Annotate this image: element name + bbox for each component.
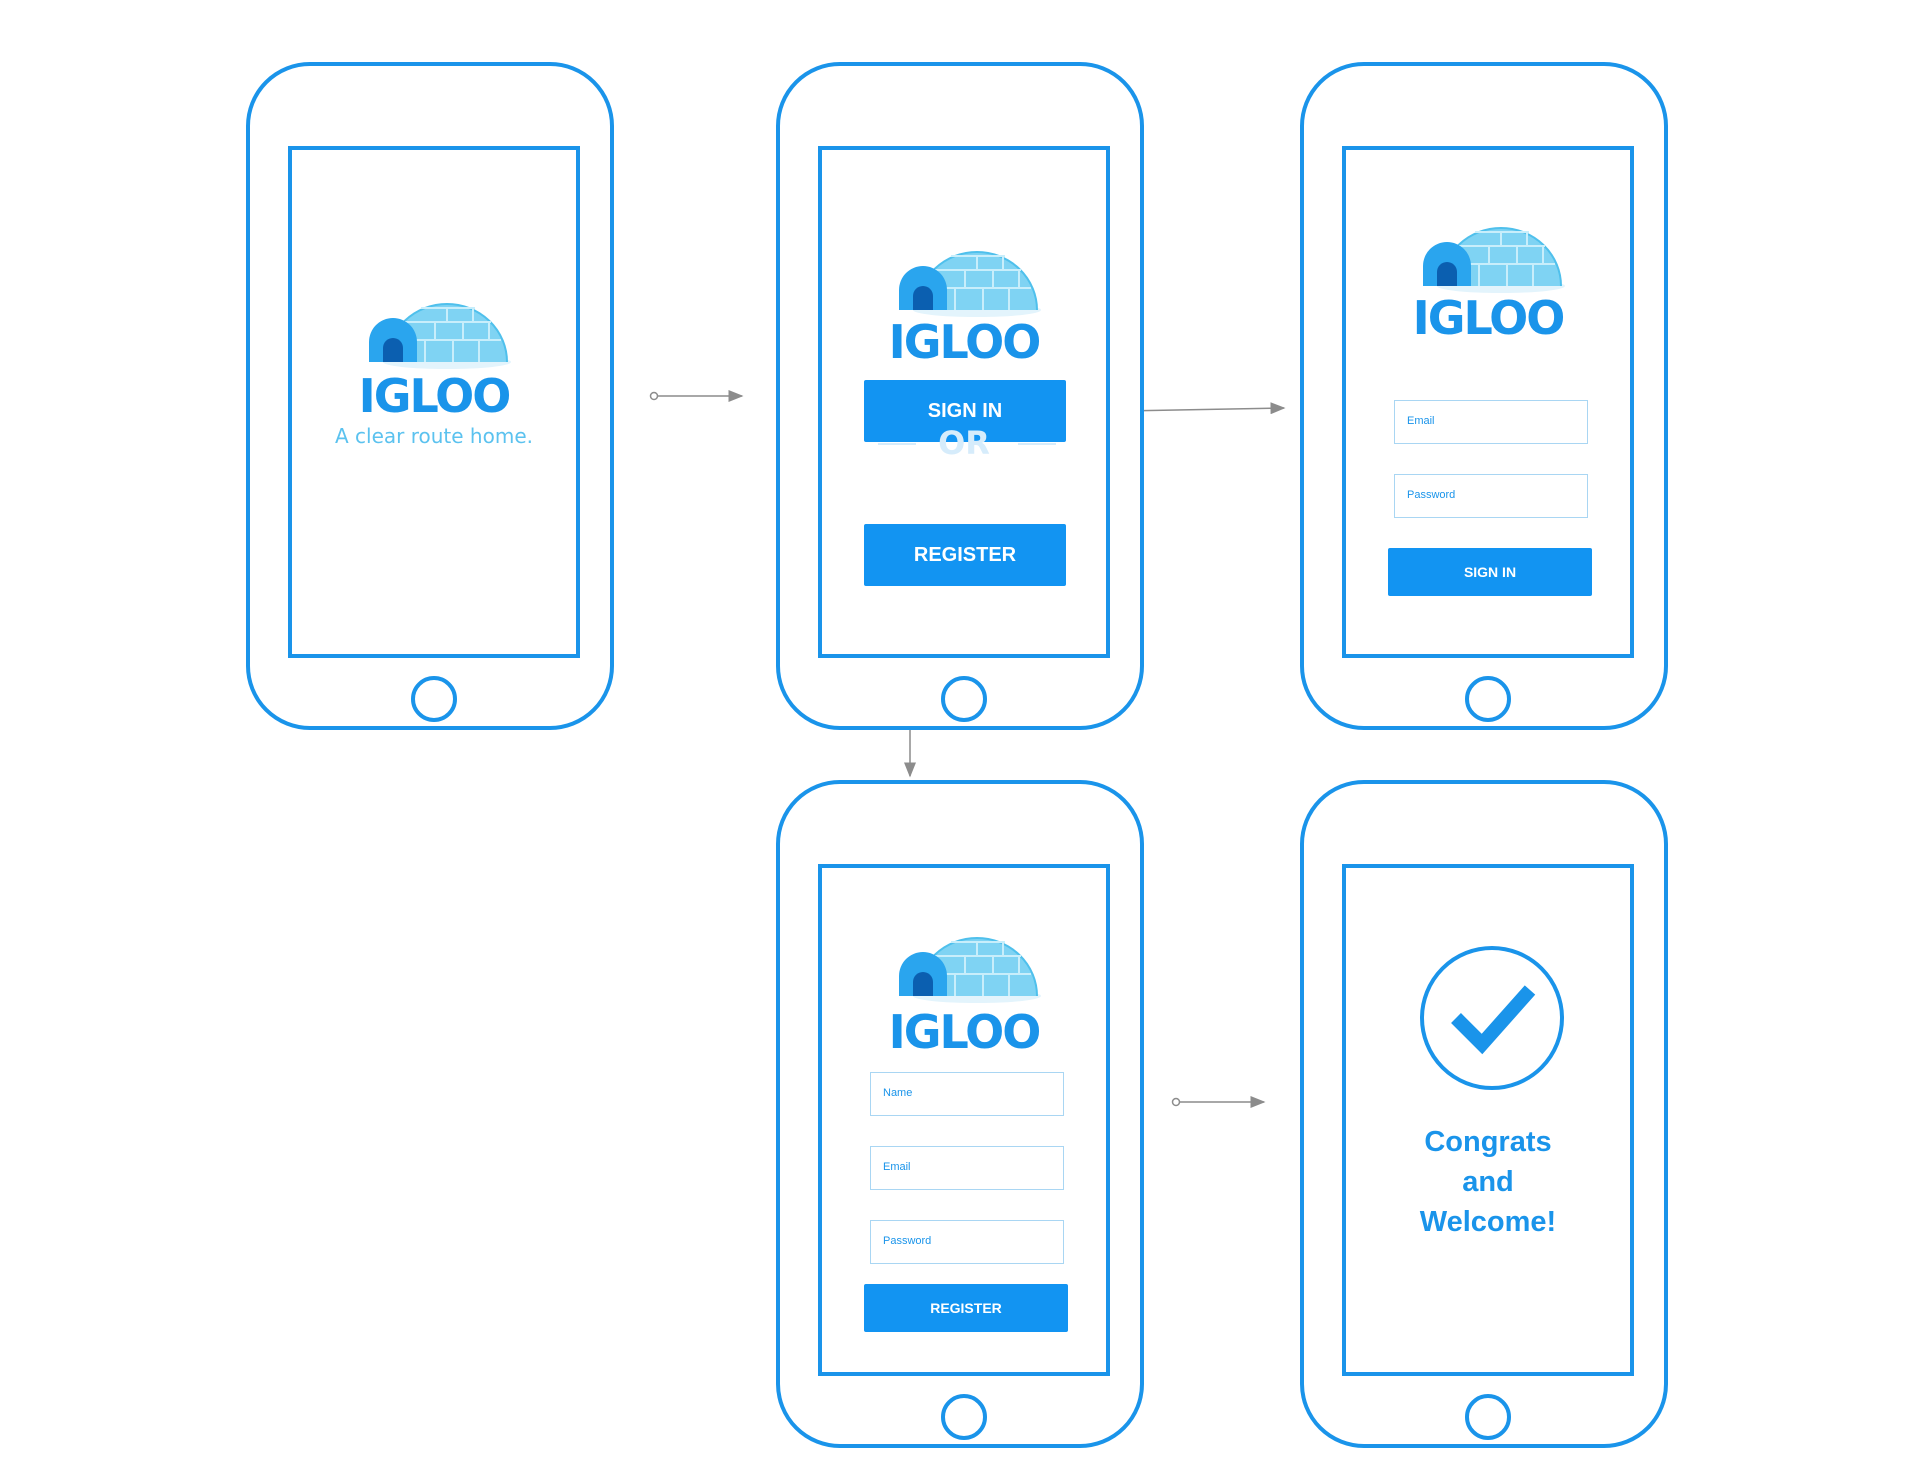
phone-register: IGLOO Name Email Password REGISTER <box>776 780 1144 1448</box>
phone-confirmation: Congrats and Welcome! <box>1300 780 1668 1448</box>
home-button[interactable] <box>1465 676 1511 722</box>
or-divider: OR <box>822 426 1106 460</box>
splash-screen: IGLOO A clear route home. <box>288 146 580 658</box>
congrats-line-1: Congrats <box>1424 1126 1552 1158</box>
igloo-logo: IGLOO <box>888 315 1042 369</box>
password-placeholder: Password <box>883 1235 932 1247</box>
password-placeholder: Password <box>1407 489 1456 501</box>
arrow-splash-to-welcome <box>649 390 744 402</box>
igloo-icon <box>899 251 1041 317</box>
checkmark-icon <box>1451 985 1536 1055</box>
igloo-logo: IGLOO <box>1412 291 1566 345</box>
igloo-icon <box>1423 227 1565 293</box>
email-placeholder: Email <box>1407 415 1435 427</box>
arrow-register-to-confirmation <box>1171 1096 1266 1108</box>
email-field[interactable]: Email <box>870 1146 1064 1190</box>
sign-in-screen: IGLOO Email Password SIGN IN <box>1342 146 1634 658</box>
confirmation-screen: Congrats and Welcome! <box>1342 864 1634 1376</box>
sign-in-button[interactable]: SIGN IN <box>864 380 1066 442</box>
or-line-right <box>1018 443 1056 445</box>
or-label: OR <box>938 424 990 462</box>
home-button[interactable] <box>941 676 987 722</box>
igloo-icon <box>899 937 1041 1003</box>
register-submit-button[interactable]: REGISTER <box>864 1284 1068 1332</box>
register-screen: IGLOO Name Email Password REGISTER <box>818 864 1110 1376</box>
congrats-message: Congrats and Welcome! <box>1346 1122 1630 1242</box>
email-field[interactable]: Email <box>1394 400 1588 444</box>
phone-sign-in: IGLOO Email Password SIGN IN <box>1300 62 1668 730</box>
igloo-logo: IGLOO <box>888 1005 1042 1059</box>
phone-welcome: IGLOO SIGN IN OR REGISTER <box>776 62 1144 730</box>
or-line-left <box>878 443 916 445</box>
password-field[interactable]: Password <box>1394 474 1588 518</box>
welcome-screen: IGLOO SIGN IN OR REGISTER <box>818 146 1110 658</box>
name-field[interactable]: Name <box>870 1072 1064 1116</box>
home-button[interactable] <box>411 676 457 722</box>
register-button[interactable]: REGISTER <box>864 524 1066 586</box>
igloo-icon <box>369 303 511 369</box>
checkmark-circle <box>1420 946 1564 1090</box>
home-button[interactable] <box>941 1394 987 1440</box>
email-placeholder: Email <box>883 1161 911 1173</box>
name-placeholder: Name <box>883 1087 913 1099</box>
tagline: A clear route home. <box>335 424 533 448</box>
congrats-line-3: Welcome! <box>1419 1206 1557 1238</box>
congrats-line-2: and <box>1462 1166 1514 1198</box>
igloo-logo: IGLOO <box>358 369 512 423</box>
home-button[interactable] <box>1465 1394 1511 1440</box>
password-field[interactable]: Password <box>870 1220 1064 1264</box>
sign-in-submit-button[interactable]: SIGN IN <box>1388 548 1592 596</box>
phone-splash: IGLOO A clear route home. <box>246 62 614 730</box>
